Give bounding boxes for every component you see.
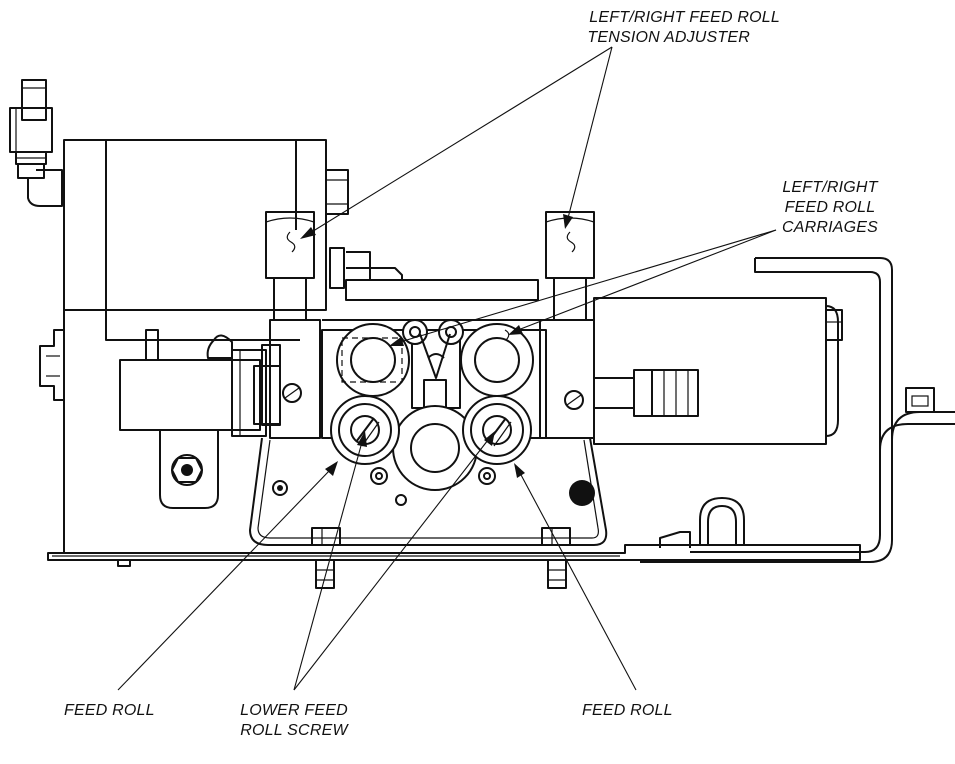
solenoid <box>119 329 281 509</box>
left-tension-column <box>261 211 321 439</box>
drive-motor <box>593 297 843 445</box>
label-carriages: LEFT/RIGHT FEED ROLL CARRIAGES <box>730 178 910 238</box>
label-feed-roll-left: FEED ROLL <box>64 702 155 719</box>
leader-tension-left <box>300 46 613 239</box>
leader-lower-screw-left <box>293 431 367 691</box>
label-carriages-line1: LEFT/RIGHT <box>782 179 878 196</box>
label-tension-adjuster-line1: LEFT/RIGHT FEED ROLL <box>589 9 780 26</box>
leader-lower-screw-right <box>293 431 495 691</box>
air-fitting <box>9 79 63 207</box>
leader-carriage-left <box>389 229 777 346</box>
upper-guide-block <box>329 247 539 301</box>
right-tension-column <box>539 211 595 439</box>
drive-plate <box>249 319 608 546</box>
right-bracket <box>640 257 955 563</box>
label-tension-adjuster-line2: TENSION ADJUSTER <box>587 29 750 46</box>
lower-feed-roll-right <box>462 395 532 465</box>
label-carriages-line3: CARRIAGES <box>781 219 879 236</box>
label-lower-screw-line1: LOWER FEED <box>240 702 348 719</box>
leader-tension-right <box>563 46 613 229</box>
leader-carriage-right <box>508 229 777 335</box>
guide-bushings <box>370 467 496 485</box>
label-feed-roll-right: FEED ROLL <box>582 702 673 719</box>
upper-feed-rolls <box>336 319 534 409</box>
main-housing <box>39 139 349 553</box>
mounting-bolts <box>311 527 571 589</box>
base-plate <box>47 544 861 567</box>
lower-feed-roll-left <box>330 395 400 465</box>
label-lower-screw-line2: ROLL SCREW <box>240 722 348 739</box>
label-tension-adjuster: LEFT/RIGHT FEED ROLL TENSION ADJUSTER <box>500 8 780 48</box>
leader-feed-roll-right <box>514 463 637 691</box>
label-carriages-line2: FEED ROLL <box>784 199 876 216</box>
leader-feed-roll-left <box>117 461 338 691</box>
label-lower-feed-roll-screw: LOWER FEED ROLL SCREW <box>214 701 374 741</box>
